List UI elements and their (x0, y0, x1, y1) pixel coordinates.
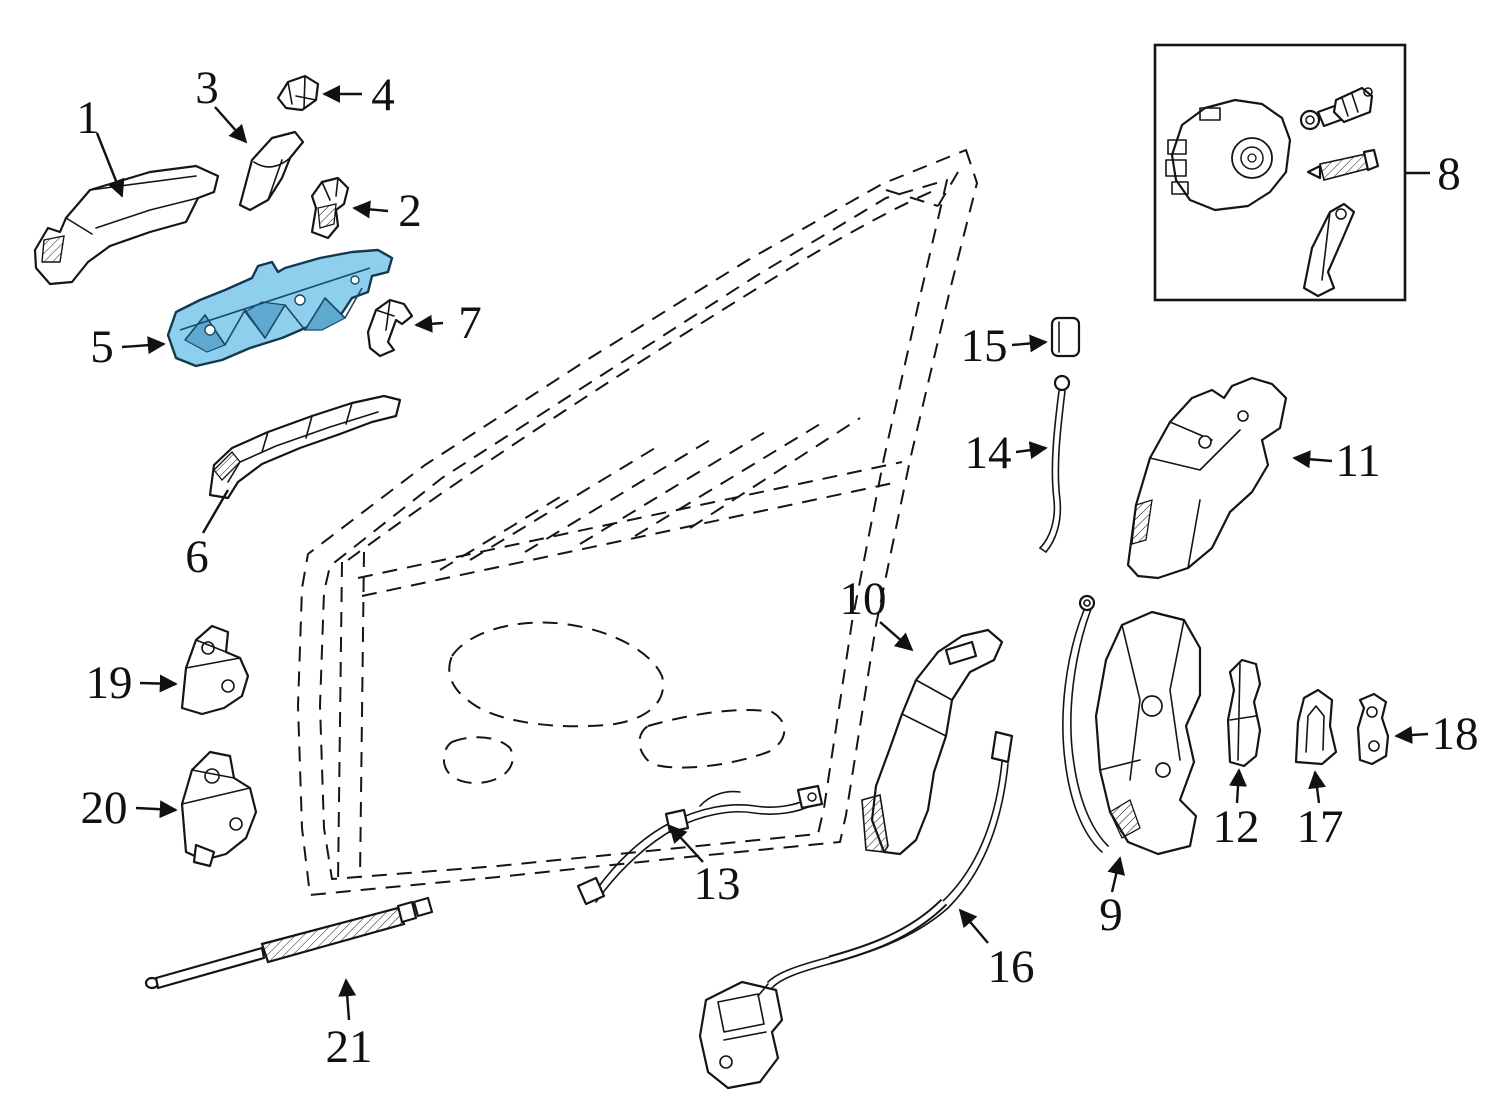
leader-2 (352, 200, 389, 219)
callout-label-1: 1 (76, 92, 100, 144)
callout-label-10: 10 (840, 573, 887, 625)
leader-lines (95, 85, 1430, 1021)
callout-label-12: 12 (1213, 801, 1260, 853)
part-rod-clip (1050, 316, 1081, 358)
leader-12 (1229, 768, 1248, 804)
part-door-striker (1294, 688, 1338, 766)
callout-label-13: 13 (694, 858, 741, 910)
leader-17 (1308, 770, 1326, 804)
callout-label-3: 3 (195, 62, 219, 114)
part-guide-rail (1226, 658, 1262, 768)
callout-label-17: 17 (1297, 801, 1344, 853)
leader-10 (879, 621, 914, 652)
part-door-lock-with-cable (1062, 594, 1202, 856)
part-outside-door-handle (33, 164, 220, 286)
leader-3 (214, 106, 248, 144)
callout-label-21: 21 (326, 1021, 373, 1073)
callout-label-18: 18 (1432, 708, 1479, 760)
leader-13 (668, 824, 704, 863)
part-door-check-strut (144, 896, 434, 990)
part-lower-door-hinge (180, 750, 258, 868)
part-lock-rod (1039, 374, 1071, 553)
leader-21 (338, 978, 357, 1021)
leader-14 (1015, 441, 1048, 460)
callout-label-7: 7 (458, 297, 482, 349)
leader-5 (121, 336, 166, 355)
leader-18 (1394, 726, 1429, 744)
callout-label-14: 14 (965, 427, 1012, 479)
callout-label-16: 16 (988, 941, 1035, 993)
kit-box (1153, 43, 1407, 302)
part-striker-plate (1356, 692, 1390, 766)
part-lock-cylinder-kit (1153, 43, 1407, 302)
callout-label-19: 19 (86, 657, 133, 709)
callout-label-4: 4 (371, 69, 395, 121)
leader-15 (1011, 334, 1048, 353)
part-carrier-gasket (208, 394, 402, 500)
part-inside-handle-bracket (861, 628, 1004, 856)
part-handle-end-support (366, 298, 414, 358)
callout-label-6: 6 (185, 531, 209, 583)
door-outline (297, 149, 978, 896)
leader-11 (1292, 450, 1333, 469)
part-handle-carrier-plate-highlighted (166, 248, 394, 368)
callout-label-9: 9 (1099, 889, 1123, 941)
callout-label-2: 2 (398, 185, 422, 237)
callout-label-20: 20 (81, 782, 128, 834)
callout-label-5: 5 (90, 321, 114, 373)
part-upper-door-hinge (180, 624, 250, 716)
callout-label-15: 15 (961, 320, 1008, 372)
leader-1 (95, 132, 125, 198)
part-handle-rear-bracket (310, 176, 350, 240)
leader-6 (201, 489, 230, 534)
leader-19 (139, 674, 178, 693)
callout-label-8: 8 (1437, 148, 1461, 200)
leader-16 (958, 908, 989, 944)
part-actuator-cable-assembly (698, 730, 1014, 1090)
part-inner-release-cable (576, 784, 824, 906)
leader-20 (135, 800, 178, 819)
callout-numbers: 1 2 3 4 5 6 7 8 9 10 11 12 13 14 15 16 1… (76, 62, 1478, 1073)
leader-9 (1107, 856, 1126, 893)
part-cylinder-plug (276, 74, 320, 112)
leader-7 (414, 314, 444, 333)
callout-label-11: 11 (1335, 435, 1380, 487)
part-lock-mounting-bracket (1126, 376, 1288, 580)
part-handle-cap (238, 130, 305, 212)
